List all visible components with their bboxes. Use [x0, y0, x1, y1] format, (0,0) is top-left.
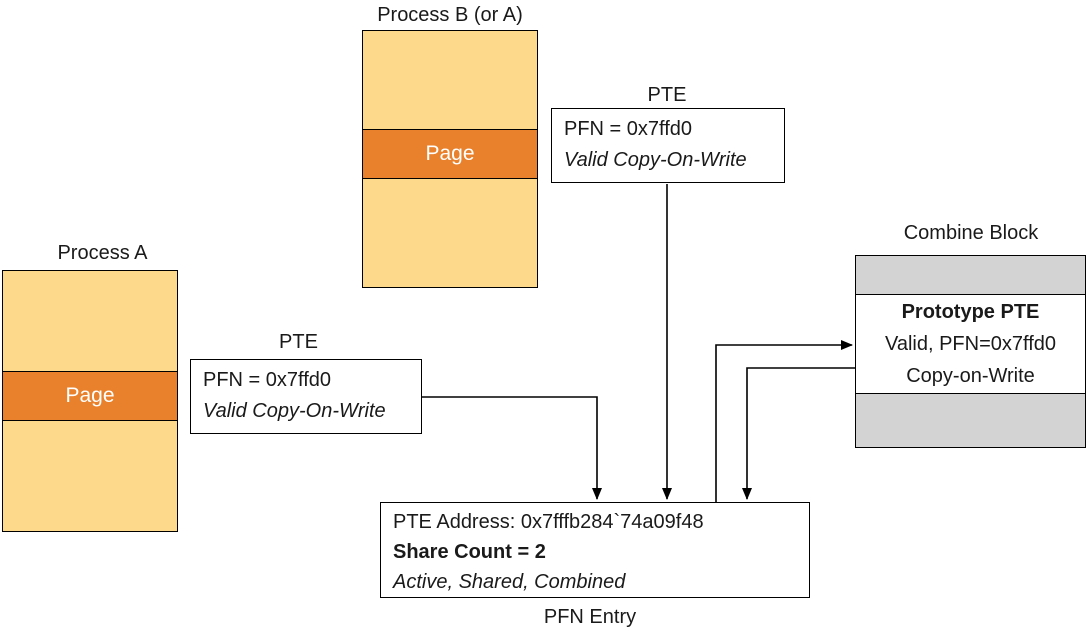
combine-block-gray-top [856, 256, 1085, 294]
process-a-box: Page [2, 270, 178, 532]
pfn-entry-caption: PFN Entry [543, 606, 637, 628]
arrow-pfn-entry-to-combine-block [715, 340, 853, 502]
arrow-pte-left-to-pfn-entry [422, 396, 602, 500]
process-b-page-label: Page [425, 142, 475, 165]
pte-left-box: PFN = 0x7ffd0 Valid Copy-On-Write [190, 359, 422, 434]
pte-top-box: PFN = 0x7ffd0 Valid Copy-On-Write [551, 108, 785, 183]
process-a-page-label: Page [65, 384, 115, 407]
combine-block-prototype-pte: Prototype PTE Valid, PFN=0x7ffd0 Copy-on… [856, 294, 1085, 394]
pfn-entry-share-count: Share Count = 2 [393, 541, 546, 563]
process-b-title: Process B (or A) [377, 4, 523, 26]
pfn-entry-box: PTE Address: 0x7fffb284`74a09f48 Share C… [380, 502, 810, 598]
arrow-combine-block-to-pfn-entry [742, 367, 855, 500]
combine-block-title: Combine Block [903, 222, 1039, 244]
pfn-entry-pte-address: PTE Address: 0x7fffb284`74a09f48 [393, 511, 704, 533]
prototype-pte-pfn: Valid, PFN=0x7ffd0 [884, 333, 1057, 355]
pte-top-flags: Valid Copy-On-Write [564, 149, 747, 171]
pte-left-flags: Valid Copy-On-Write [203, 400, 386, 422]
combine-block-gray-bottom [856, 394, 1085, 447]
pte-left-title: PTE [279, 331, 318, 353]
process-a-page-band: Page [3, 371, 177, 421]
pte-left-pfn-value: PFN = 0x7ffd0 [203, 369, 332, 391]
pte-top-title: PTE [647, 84, 687, 106]
process-b-box: Page [362, 30, 538, 288]
combine-block-box: Prototype PTE Valid, PFN=0x7ffd0 Copy-on… [855, 255, 1086, 448]
prototype-pte-heading: Prototype PTE [901, 301, 1040, 323]
prototype-pte-flags: Copy-on-Write [906, 365, 1035, 387]
pte-top-pfn-value: PFN = 0x7ffd0 [564, 118, 693, 140]
process-b-page-band: Page [363, 129, 537, 179]
process-a-title: Process A [57, 242, 148, 264]
pfn-entry-flags: Active, Shared, Combined [393, 571, 626, 593]
